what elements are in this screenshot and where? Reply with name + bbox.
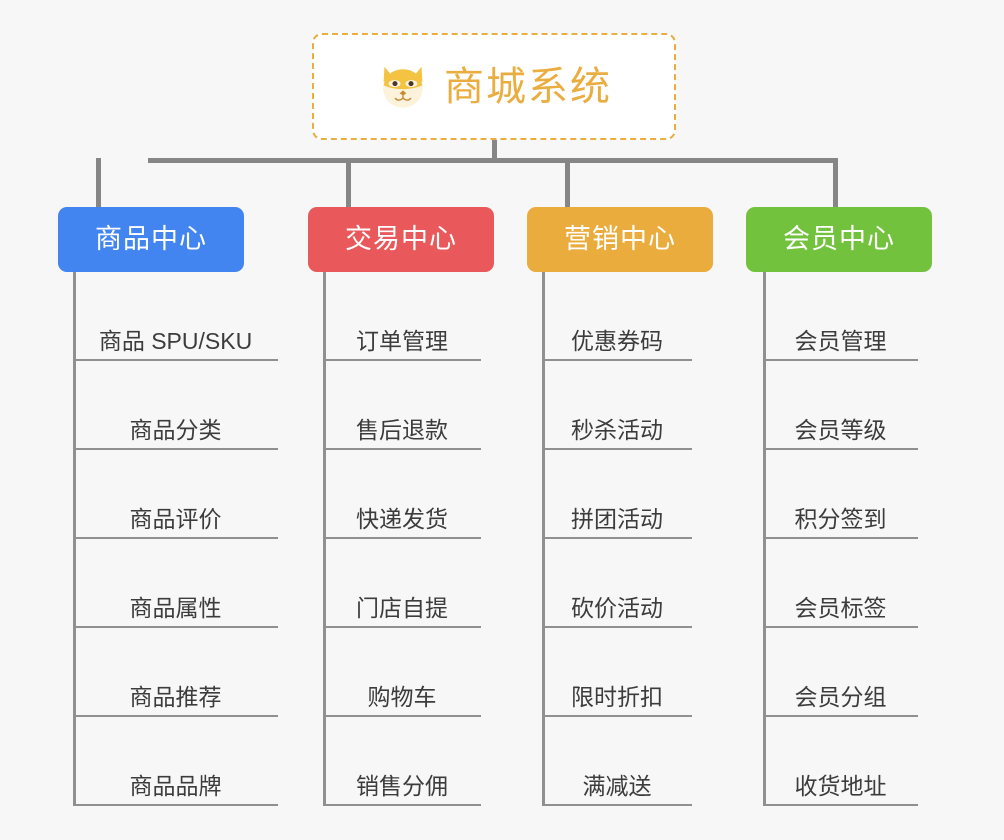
leaf-item-label: 购物车 [367,683,437,710]
leaf-item[interactable]: 秒杀活动 [542,361,692,450]
connector-root-stem [492,140,497,162]
leaf-item-label: 销售分佣 [356,772,448,799]
leaf-item[interactable]: 商品品牌 [73,717,278,806]
connector-drop-trade-center [346,158,351,208]
category-label-trade-center: 交易中心 [345,224,457,254]
leaf-item[interactable]: 商品分类 [73,361,278,450]
leaf-item-label: 收货地址 [794,772,887,799]
connector-trunk-product-center [73,272,76,806]
leaf-item-label: 拼团活动 [571,505,663,532]
leaf-column-trade-center: 订单管理售后退款快递发货门店自提购物车销售分佣 [323,272,481,806]
leaf-item-label: 会员标签 [794,594,887,621]
leaf-item[interactable]: 满减送 [542,717,692,806]
leaf-item-label: 会员分组 [794,683,887,710]
leaf-item-label: 会员等级 [794,416,887,443]
leaf-item-label: 商品 SPU/SKU [98,327,253,354]
category-label-product-center: 商品中心 [95,224,207,254]
leaf-item-label: 快递发货 [356,505,448,532]
leaf-item-label: 商品评价 [129,505,222,532]
category-box-member-center[interactable]: 会员中心 [746,207,932,272]
leaf-item[interactable]: 销售分佣 [323,717,481,806]
leaf-item-label: 秒杀活动 [571,416,663,443]
connector-horizontal-bus [148,158,837,163]
leaf-item[interactable]: 商品 SPU/SKU [73,272,278,361]
leaf-item[interactable]: 会员分组 [763,628,918,717]
leaf-item-label: 砍价活动 [571,594,663,621]
leaf-item-label: 订单管理 [356,327,448,354]
leaf-item-label: 积分签到 [794,505,887,532]
leaf-item[interactable]: 收货地址 [763,717,918,806]
leaf-item[interactable]: 商品属性 [73,539,278,628]
leaf-column-marketing-center: 优惠券码秒杀活动拼团活动砍价活动限时折扣满减送 [542,272,692,806]
leaf-item[interactable]: 商品推荐 [73,628,278,717]
leaf-item[interactable]: 优惠券码 [542,272,692,361]
connector-trunk-member-center [763,272,766,806]
leaf-column-member-center: 会员管理会员等级积分签到会员标签会员分组收货地址 [763,272,918,806]
connector-drop-member-center [833,158,838,208]
leaf-item-label: 商品分类 [129,416,222,443]
leaf-item[interactable]: 会员管理 [763,272,918,361]
leaf-item[interactable]: 订单管理 [323,272,481,361]
root-node-title: 商城系统 [444,64,612,109]
leaf-item-label: 商品品牌 [129,772,222,799]
leaf-item[interactable]: 限时折扣 [542,628,692,717]
leaf-item[interactable]: 拼团活动 [542,450,692,539]
leaf-column-product-center: 商品 SPU/SKU 商品分类商品评价商品属性商品推荐商品品牌 [73,272,278,806]
leaf-item-label: 门店自提 [356,594,448,621]
leaf-item-label: 满减送 [582,772,652,799]
connector-trunk-trade-center [323,272,326,806]
leaf-item[interactable]: 购物车 [323,628,481,717]
leaf-item[interactable]: 快递发货 [323,450,481,539]
root-node-mall-system[interactable]: 商城系统 [312,33,676,140]
leaf-item[interactable]: 商品评价 [73,450,278,539]
leaf-item[interactable]: 积分签到 [763,450,918,539]
leaf-item-label: 售后退款 [356,416,448,443]
leaf-item-label: 会员管理 [794,327,887,354]
category-label-marketing-center: 营销中心 [564,224,676,254]
leaf-item-label: 优惠券码 [571,327,663,354]
category-label-member-center: 会员中心 [783,224,895,254]
leaf-item[interactable]: 售后退款 [323,361,481,450]
leaf-item[interactable]: 会员等级 [763,361,918,450]
connector-drop-product-center [96,158,101,208]
leaf-item-label: 限时折扣 [571,683,663,710]
leaf-item[interactable]: 砍价活动 [542,539,692,628]
leaf-item[interactable]: 会员标签 [763,539,918,628]
connector-drop-marketing-center [565,158,570,208]
category-box-product-center[interactable]: 商品中心 [58,207,244,272]
category-box-marketing-center[interactable]: 营销中心 [527,207,713,272]
category-box-trade-center[interactable]: 交易中心 [308,207,494,272]
leaf-item-label: 商品属性 [129,594,222,621]
leaf-item[interactable]: 门店自提 [323,539,481,628]
leaf-item-label: 商品推荐 [129,683,222,710]
shiba-dog-face-icon [383,66,423,107]
connector-trunk-marketing-center [542,272,545,806]
